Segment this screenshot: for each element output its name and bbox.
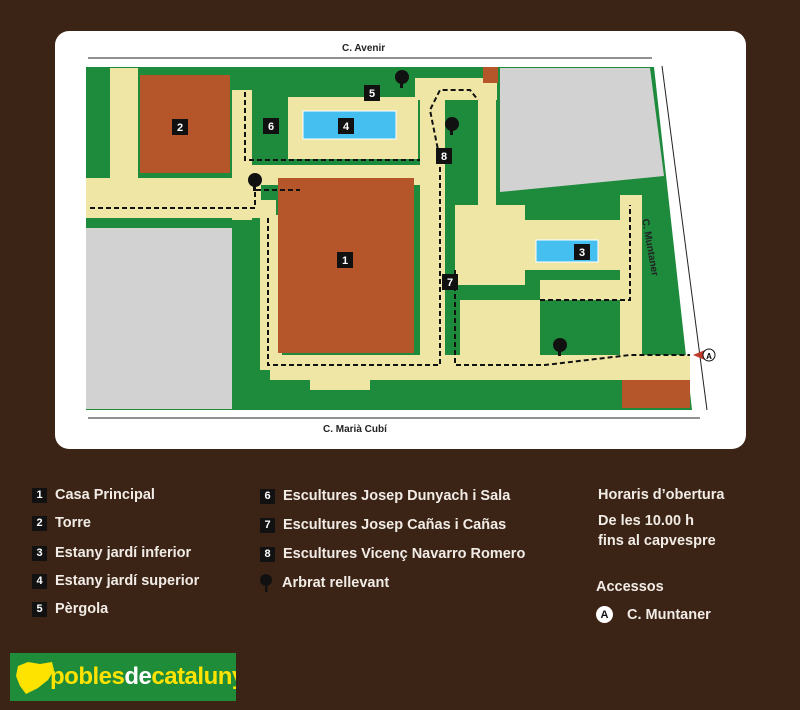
logo-text: poblesdecatalunya	[50, 663, 236, 691]
map-label-2: 2	[177, 122, 183, 134]
access-title: Accessos	[596, 579, 664, 595]
legend-num-3: 3	[32, 545, 47, 561]
legend-label-3: Estany jardí inferior	[55, 545, 192, 561]
legend-item-1: 1 Casa Principal	[32, 487, 155, 503]
logo-text-de: de	[124, 663, 152, 690]
hours-title: Horaris d’obertura	[598, 487, 725, 503]
access-marker-icon: A	[596, 606, 613, 623]
garden-map: A 1 2 3 4 5 6 7 8	[86, 57, 716, 419]
entrance-building	[622, 380, 690, 408]
entrance-circle	[702, 348, 716, 362]
map-label-3: 3	[579, 247, 585, 259]
tree-icon	[260, 574, 272, 592]
hours-line-1: De les 10.00 h	[598, 513, 694, 529]
legend-item-3: 3 Estany jardí inferior	[32, 545, 191, 561]
logo-text-pobles: pobles	[50, 663, 125, 690]
tree-markers	[248, 70, 567, 356]
map-label-4: 4	[343, 121, 350, 133]
legend-num-1: 1	[32, 487, 47, 503]
access-item: A C. Muntaner	[596, 606, 711, 623]
legend-label-6: Escultures Josep Dunyach i Sala	[283, 488, 511, 504]
legend-item-6: 6 Escultures Josep Dunyach i Sala	[260, 488, 510, 504]
hours-line-2: fins al capvespre	[598, 533, 716, 549]
legend-label-8: Escultures Vicenç Navarro Romero	[283, 546, 526, 562]
legend-num-4: 4	[32, 573, 47, 589]
legend-label-7: Escultures Josep Cañas i Cañas	[283, 517, 507, 533]
legend-item-5: 5 Pèrgola	[32, 601, 108, 617]
entrance-letter: A	[706, 352, 712, 361]
legend-label-4: Estany jardí superior	[55, 573, 200, 589]
map-label-1: 1	[342, 255, 348, 267]
access-street: C. Muntaner	[627, 606, 711, 623]
legend-num-8: 8	[260, 546, 275, 562]
legend-num-7: 7	[260, 517, 275, 533]
map-label-6: 6	[268, 121, 274, 133]
map-label-7: 7	[447, 277, 453, 289]
legend-item-2: 2 Torre	[32, 515, 91, 531]
legend-label-1: Casa Principal	[55, 487, 155, 503]
pobles-de-catalunya-logo[interactable]: poblesdecatalunya	[10, 653, 236, 701]
legend-item-7: 7 Escultures Josep Cañas i Cañas	[260, 517, 506, 533]
neighbor-lot-right	[500, 68, 664, 192]
legend-label-2: Torre	[55, 515, 91, 531]
visit-route	[90, 89, 690, 366]
logo-text-catalunya: catalunya	[151, 663, 236, 690]
neighbor-lot-left	[86, 228, 232, 409]
legend-item-tree: Arbrat rellevant	[258, 574, 389, 592]
map-label-5: 5	[369, 88, 375, 100]
street-label-top: C. Avenir	[342, 43, 386, 54]
street-label-bottom: C. Marià Cubí	[323, 424, 387, 435]
entrance-arrow-icon	[693, 350, 705, 360]
legend-item-8: 8 Escultures Vicenç Navarro Romero	[260, 546, 525, 562]
legend-item-4: 4 Estany jardí superior	[32, 573, 199, 589]
legend-num-5: 5	[32, 601, 47, 617]
map-label-8: 8	[441, 151, 447, 163]
map-number-labels: 1 2 3 4 5 6 7 8	[172, 85, 590, 290]
legend-num-6: 6	[260, 488, 275, 504]
legend-label-5: Pèrgola	[55, 601, 109, 617]
catalonia-map-icon	[16, 662, 54, 694]
corner-building	[483, 67, 498, 83]
legend-tree-label: Arbrat rellevant	[282, 575, 390, 591]
legend-num-2: 2	[32, 515, 47, 531]
